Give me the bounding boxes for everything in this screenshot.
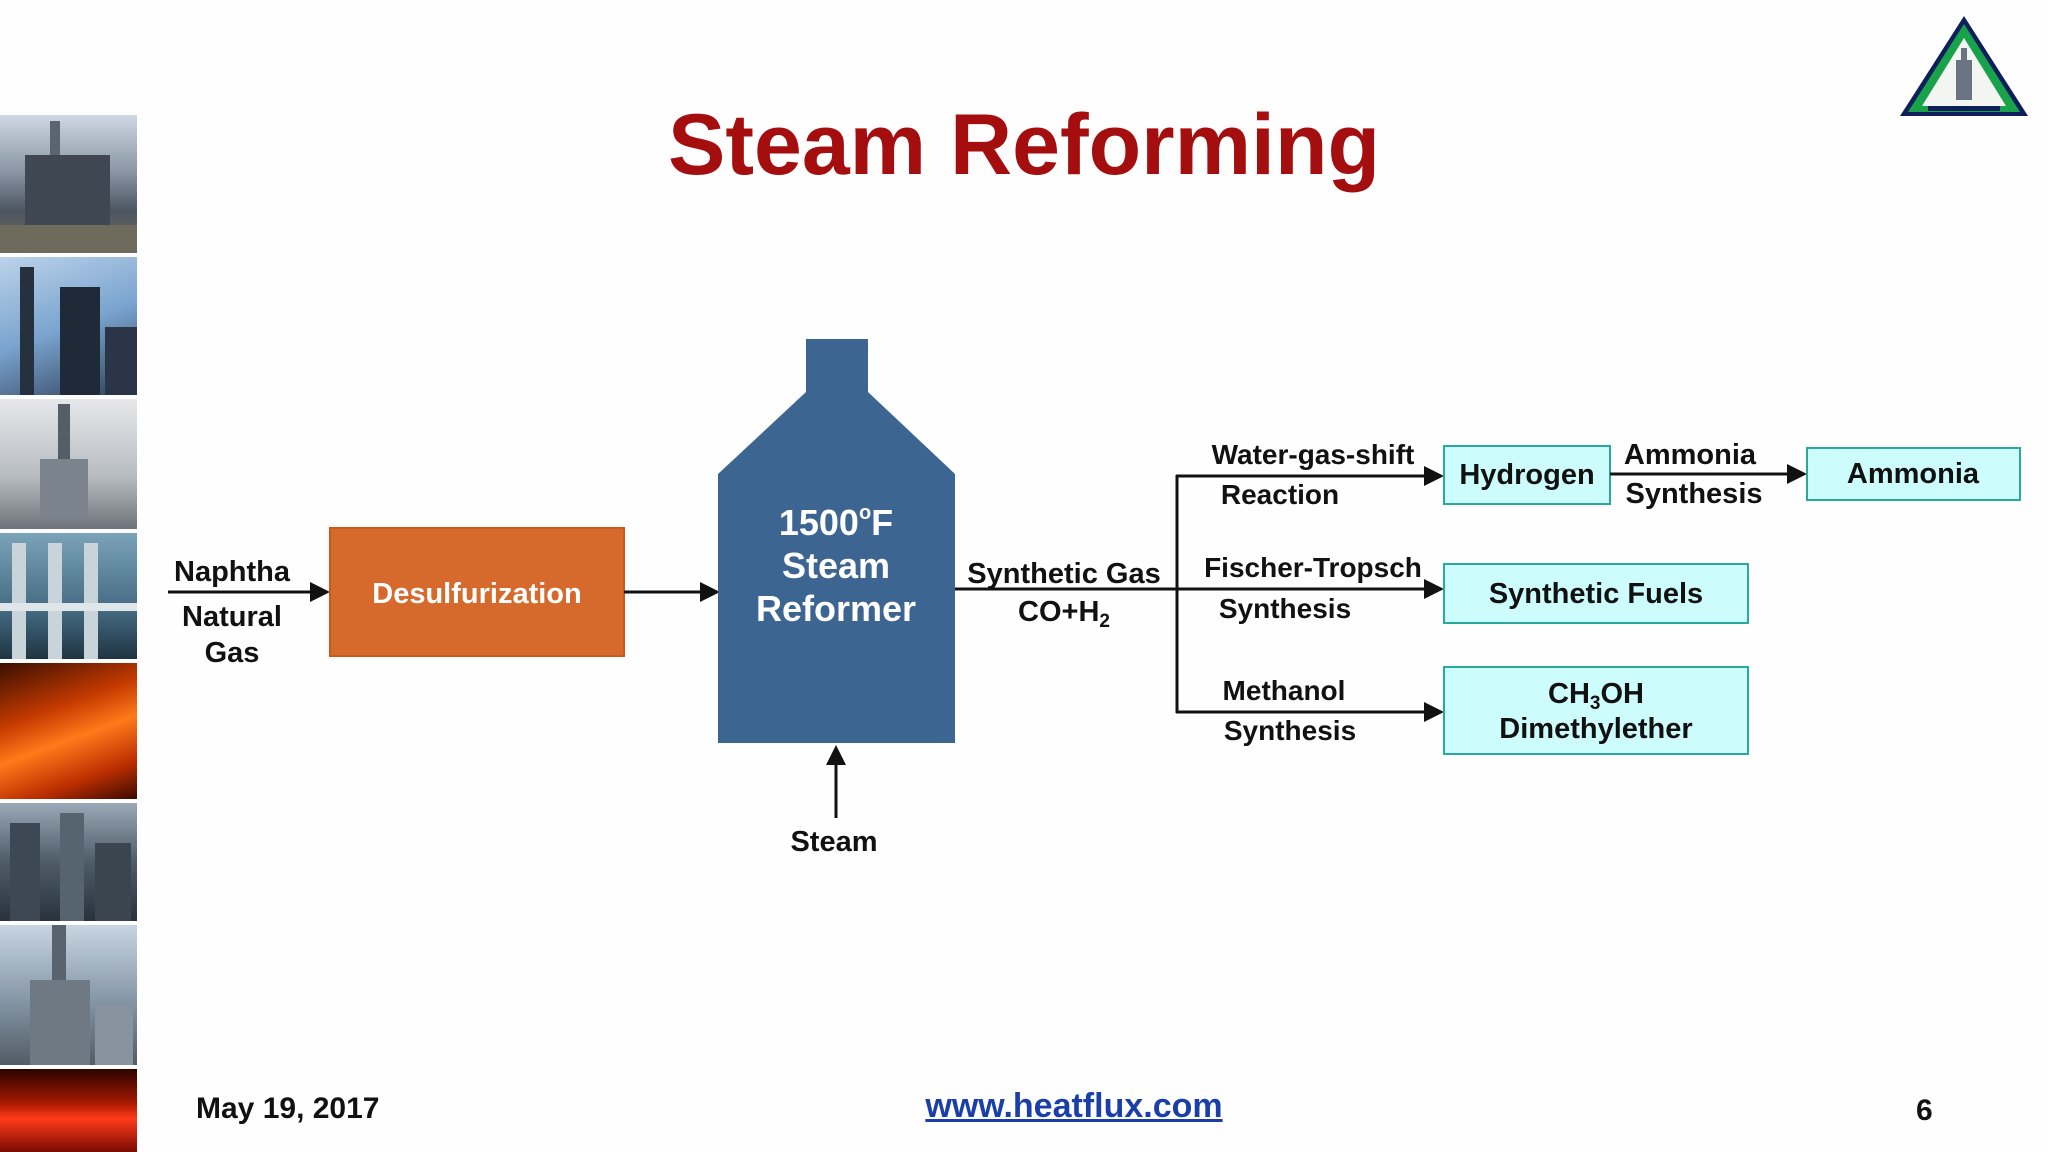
ammonia-synthesis-line1: Ammonia xyxy=(1624,439,1757,471)
reformer-reformer-label: Reformer xyxy=(756,588,916,629)
reformer-temp-value: 1500 xyxy=(779,502,859,543)
ft-label-line2: Synthesis xyxy=(1219,593,1351,624)
slide-title: Steam Reforming xyxy=(667,97,1381,193)
photo-pipes xyxy=(0,533,137,659)
ch3oh-subscript: 3 xyxy=(1590,693,1601,714)
ammonia-box xyxy=(1806,447,2021,501)
ch3oh-label: CH3OH xyxy=(1548,678,1644,714)
photo-heater-tower xyxy=(0,925,137,1065)
steam-arrow-icon xyxy=(826,745,846,765)
syngas-formula-subscript: 2 xyxy=(1099,611,1110,632)
arrow-to-desulfurization-icon xyxy=(310,582,330,602)
ch3oh-post: OH xyxy=(1600,678,1644,710)
input-natural-label: Natural xyxy=(182,601,282,633)
synthetic-fuels-box xyxy=(1443,563,1749,624)
arrow-to-hydrogen-icon xyxy=(1424,466,1444,486)
ammonia-label: Ammonia xyxy=(1847,458,1980,490)
photo-column xyxy=(0,399,137,529)
hydrogen-label: Hydrogen xyxy=(1459,459,1594,491)
photo-red-flames xyxy=(0,1069,137,1152)
syngas-formula-label: CO+H2 xyxy=(1018,596,1110,632)
ch3oh-dimethylether-box xyxy=(1443,666,1749,755)
arrow-to-synthetic-fuels-icon xyxy=(1424,579,1444,599)
footer-date: May 19, 2017 xyxy=(196,1092,380,1125)
furnace-triangle-logo-icon xyxy=(1900,16,2028,116)
reformer-temperature-label: 1500oF xyxy=(779,502,893,543)
photo-hot-tubes xyxy=(0,663,137,799)
ch3oh-pre: CH xyxy=(1548,678,1590,710)
photo-stacks-sky xyxy=(0,257,137,395)
syngas-label: Synthetic Gas xyxy=(967,558,1160,590)
hydrogen-box xyxy=(1443,445,1611,505)
photo-plant-structure xyxy=(0,803,137,921)
arrow-to-ch3oh-icon xyxy=(1424,702,1444,722)
desulfurization-label: Desulfurization xyxy=(372,578,581,610)
arrow-to-ammonia-icon xyxy=(1787,464,1807,484)
steam-label: Steam xyxy=(790,826,877,858)
input-gas-label: Gas xyxy=(205,637,260,669)
dimethylether-label: Dimethylether xyxy=(1499,713,1692,745)
syngas-formula-co: CO+H xyxy=(1018,596,1099,628)
meoh-label-line2: Synthesis xyxy=(1224,715,1356,746)
wgs-label-line2: Reaction xyxy=(1221,479,1339,510)
page-number: 6 xyxy=(1916,1094,1933,1127)
sidebar-photo-strip xyxy=(0,115,138,1152)
arrow-to-reformer-icon xyxy=(700,582,720,602)
ft-label-line1: Fischer-Tropsch xyxy=(1204,552,1422,583)
reformer-temp-degree: o xyxy=(859,502,871,524)
photo-refinery-tower xyxy=(0,115,137,253)
input-naphtha-label: Naphtha xyxy=(174,556,291,588)
footer-website-link[interactable]: www.heatflux.com xyxy=(925,1087,1223,1125)
meoh-label-line1: Methanol xyxy=(1223,675,1346,706)
synthetic-fuels-label: Synthetic Fuels xyxy=(1489,578,1703,610)
reformer-steam-label: Steam xyxy=(782,545,890,586)
desulfurization-box xyxy=(329,527,625,657)
wgs-label-line1: Water-gas-shift xyxy=(1212,439,1415,470)
steam-reformer-shape xyxy=(718,339,955,743)
ammonia-synthesis-line2: Synthesis xyxy=(1626,478,1763,510)
reformer-temp-unit: F xyxy=(871,502,893,543)
